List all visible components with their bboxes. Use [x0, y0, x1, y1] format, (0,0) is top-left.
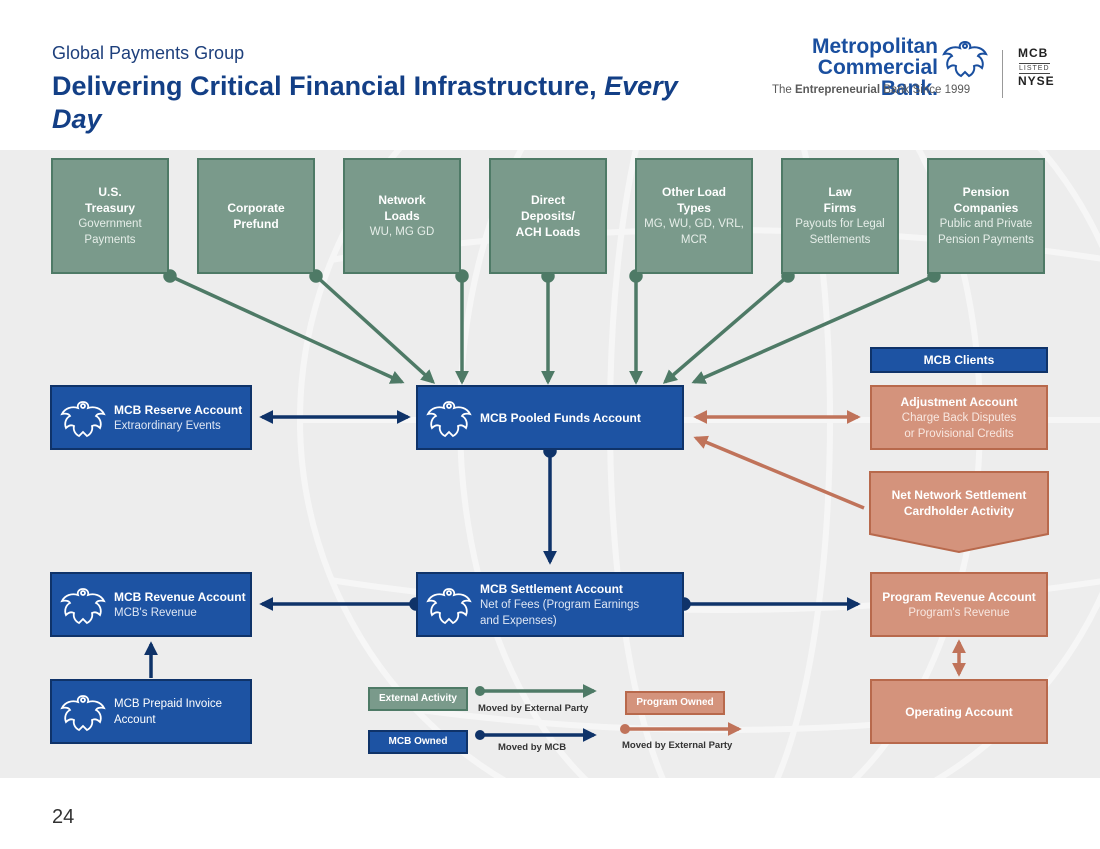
account-desc: Program's Revenue: [908, 606, 1010, 619]
account-desc: MCB's Revenue: [114, 606, 197, 619]
page-number: 24: [52, 806, 75, 828]
source-desc: Payouts for Legal Settlements: [795, 218, 885, 246]
tag-bold: Entrepreneurial: [795, 84, 881, 96]
legend-dot-mcb: [475, 730, 485, 740]
logo-divider: [1002, 50, 1003, 98]
flow-law: [662, 274, 790, 384]
mcb-prepaid-invoice-account: MCB Prepaid Invoice Account: [50, 679, 252, 744]
mcb-clients-tag: MCB Clients: [870, 347, 1048, 373]
account-title: Operating Account: [905, 704, 1013, 719]
legend-mcb-owned: MCB Owned: [368, 730, 468, 754]
account-title: MCB Settlement Account: [480, 581, 623, 596]
account-desc: Net of Fees (Program Earnings and Expens…: [480, 598, 640, 627]
source-corporate-prefund: Corporate Prefund: [197, 158, 315, 274]
eagle-icon: [60, 587, 106, 624]
legend-moved-external-1: Moved by External Party: [478, 703, 589, 714]
source-desc: Public and Private Pension Payments: [938, 218, 1034, 246]
source-law-firms: Law Firms Payouts for Legal Settlements: [781, 158, 899, 274]
badge-nyse: NYSE: [1018, 74, 1055, 88]
net-network-settlement: Net Network Settlement Cardholder Activi…: [870, 472, 1048, 534]
source-desc: WU, MG GD: [369, 226, 435, 238]
title-main: Delivering Critical Financial Infrastruc…: [52, 71, 605, 101]
badge-mcb: MCB: [1018, 46, 1049, 60]
source-other-load-types: Other Load Types MG, WU, GD, VRL, MCR: [635, 158, 753, 274]
flow-pension: [691, 274, 935, 384]
flow-prefund: [314, 274, 436, 384]
tag-pre: The: [772, 84, 796, 96]
source-network-loads: Network Loads WU, MG GD: [343, 158, 461, 274]
source-desc: Government Payments: [78, 218, 142, 246]
source-title: Direct Deposits/ ACH Loads: [515, 193, 581, 239]
mcb-logo: Metropolitan Commercial Bank. The Entrep…: [770, 36, 1070, 102]
account-title: Net Network Settlement Cardholder Activi…: [891, 488, 1027, 518]
account-title: MCB Pooled Funds Account: [480, 410, 641, 425]
eagle-icon: [426, 400, 472, 437]
legend-program-owned: Program Owned: [625, 691, 725, 715]
mcb-reserve-account: MCB Reserve Account Extraordinary Events: [50, 385, 252, 450]
account-desc: Extraordinary Events: [114, 419, 221, 432]
badge-listed: LISTED: [1019, 63, 1050, 74]
source-direct-deposits: Direct Deposits/ ACH Loads: [489, 158, 607, 274]
legend-moved-mcb: Moved by MCB: [498, 742, 567, 753]
eagle-icon: [60, 694, 106, 731]
section-subtitle: Global Payments Group: [52, 43, 245, 63]
logo-tagline: The Entrepreneurial Bank Since 1999: [772, 84, 970, 96]
mcb-pooled-funds-account: MCB Pooled Funds Account: [416, 385, 684, 450]
source-title: Other Load Types: [661, 185, 726, 215]
eagle-icon: [60, 400, 106, 437]
source-title: Corporate Prefund: [227, 201, 285, 231]
operating-account: Operating Account: [870, 679, 1048, 744]
account-title: Program Revenue Account: [882, 589, 1036, 604]
eagle-icon: [426, 587, 472, 624]
account-title: MCB Revenue Account: [114, 589, 246, 604]
page-title: Delivering Critical Financial Infrastruc…: [52, 70, 692, 136]
legend-external-activity: External Activity: [368, 687, 468, 711]
source-pension-companies: Pension Companies Public and Private Pen…: [927, 158, 1045, 274]
source-us-treasury: U.S. Treasury Government Payments: [51, 158, 169, 274]
account-desc: Charge Back Disputes or Provisional Cred…: [901, 411, 1017, 440]
mcb-revenue-account: MCB Revenue Account MCB's Revenue: [50, 572, 252, 637]
title-italic: Every Day: [52, 71, 678, 134]
program-revenue-account: Program Revenue Account Program's Revenu…: [870, 572, 1048, 637]
legend-dot-external: [475, 686, 485, 696]
source-title: Law Firms: [823, 185, 857, 215]
legend-moved-external-2: Moved by External Party: [622, 740, 733, 751]
source-title: Pension Companies: [953, 185, 1019, 215]
flow-treasury: [169, 274, 405, 384]
net-network-settlement-shape: [869, 471, 1049, 553]
source-desc: MG, WU, GD, VRL, MCR: [644, 218, 744, 246]
account-title: Adjustment Account: [900, 394, 1018, 409]
source-title: U.S. Treasury: [84, 185, 136, 215]
account-title: MCB Reserve Account: [114, 402, 243, 417]
tag-post: Bank Since 1999: [880, 84, 971, 96]
adjustment-account: Adjustment Account Charge Back Disputes …: [870, 385, 1048, 450]
mcb-settlement-account: MCB Settlement Account Net of Fees (Prog…: [416, 572, 684, 637]
legend-dot-program: [620, 724, 630, 734]
logo-line2: Commercial Bank.: [817, 56, 938, 100]
logo-wordmark: Metropolitan Commercial Bank.: [770, 36, 938, 99]
eagle-icon: [942, 40, 988, 78]
account-label: MCB Prepaid Invoice Account: [114, 697, 223, 726]
source-title: Network Loads: [378, 193, 426, 223]
logo-line1: Metropolitan: [812, 35, 938, 58]
flow-netnetwork-pooled: [693, 435, 865, 510]
